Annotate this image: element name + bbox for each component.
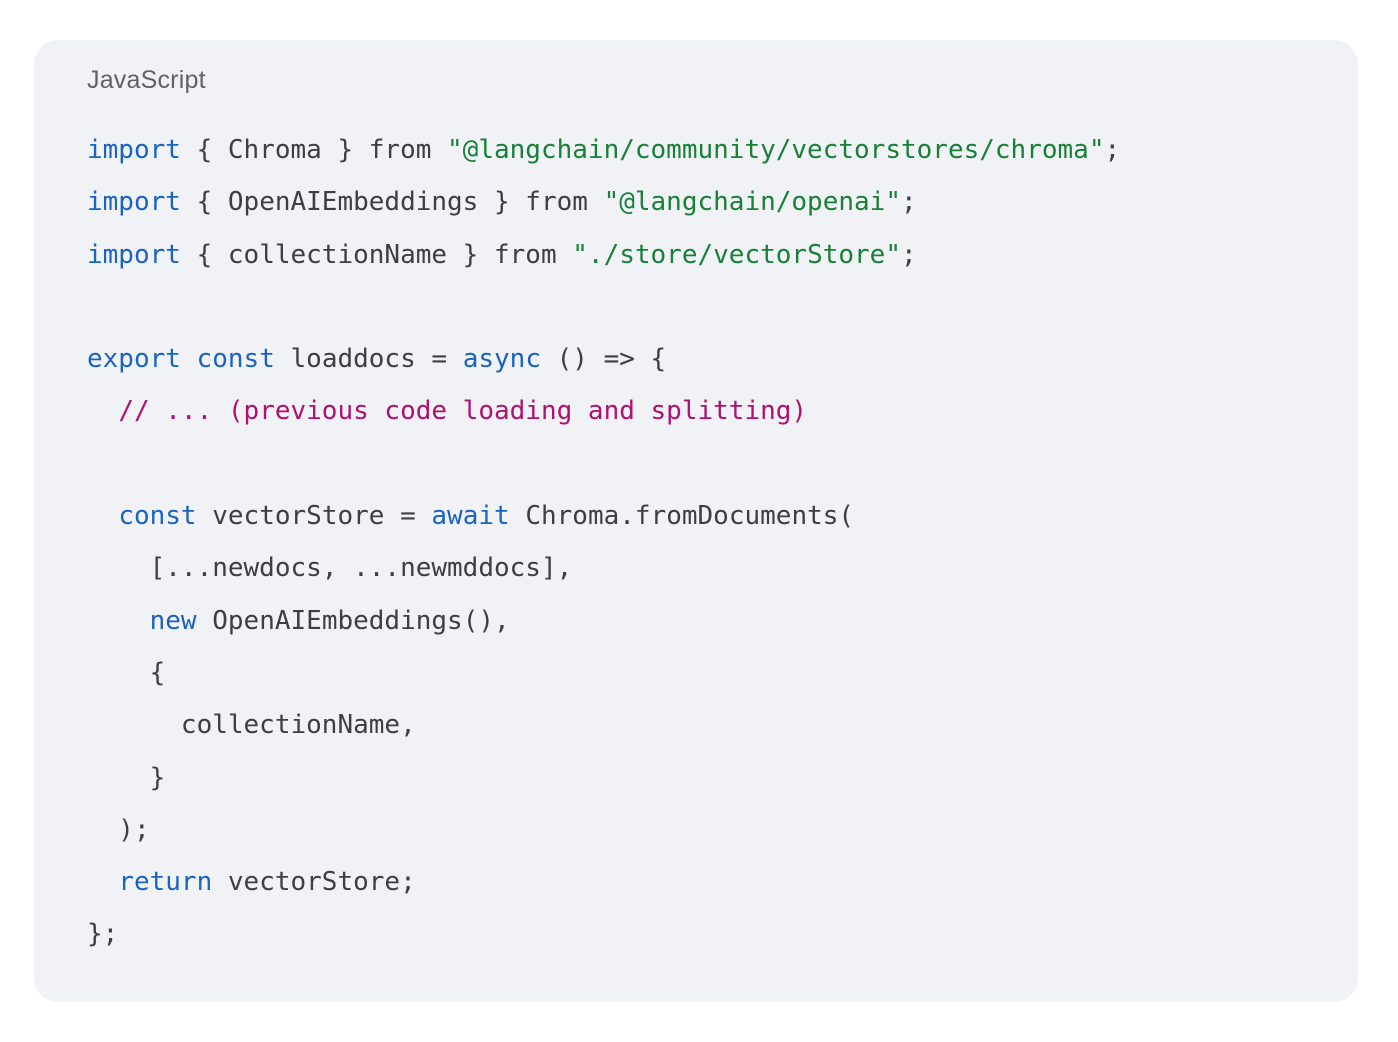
code-text: ;	[900, 187, 917, 218]
code-line: import { OpenAIEmbeddings } from "@langc…	[87, 176, 1120, 228]
code-line	[87, 281, 1120, 333]
code-line: const vectorStore = await Chroma.fromDoc…	[87, 490, 1120, 542]
code-text: {	[87, 657, 166, 688]
code-text: loaddocs =	[274, 344, 463, 375]
code-comment: // ... (previous code loading and splitt…	[118, 396, 808, 427]
code-keyword: new	[149, 605, 197, 636]
code-text: { collectionName } from	[180, 239, 573, 270]
code-text	[87, 606, 150, 636]
code-line: // ... (previous code loading and splitt…	[87, 385, 1120, 437]
code-string: "@langchain/community/vectorstores/chrom…	[447, 135, 1105, 165]
code-keyword: async	[462, 344, 541, 375]
code-text	[87, 396, 118, 426]
code-line: collectionName,	[87, 699, 1120, 751]
code-text: OpenAIEmbeddings(),	[196, 605, 510, 636]
code-text	[87, 867, 118, 897]
code-text: { OpenAIEmbeddings } from	[180, 187, 604, 218]
code-string: "@langchain/openai"	[603, 187, 901, 218]
code-text: ;	[1104, 135, 1121, 165]
code-text	[87, 501, 118, 531]
code-line	[87, 438, 1120, 490]
code-line: import { collectionName } from "./store/…	[87, 229, 1120, 281]
code-keyword: const	[118, 501, 197, 532]
code-line: };	[87, 908, 1120, 960]
code-text: Chroma.fromDocuments(	[509, 501, 855, 532]
code-block-card: JavaScript import { Chroma } from "@lang…	[34, 40, 1358, 1002]
code-line: export const loaddocs = async () => {	[87, 333, 1120, 385]
code-keyword: return	[118, 867, 213, 898]
code-text: () => {	[540, 344, 667, 375]
code-line: import { Chroma } from "@langchain/commu…	[87, 124, 1120, 176]
code-content[interactable]: import { Chroma } from "@langchain/commu…	[87, 124, 1120, 961]
code-text: vectorStore =	[196, 501, 432, 532]
code-keyword: import	[87, 239, 181, 270]
code-line: );	[87, 804, 1120, 856]
code-line: {	[87, 647, 1120, 699]
code-keyword: const	[196, 344, 275, 375]
code-text: };	[87, 919, 119, 950]
language-label: JavaScript	[87, 66, 206, 94]
code-line: new OpenAIEmbeddings(),	[87, 595, 1120, 647]
code-keyword: await	[431, 501, 510, 532]
code-keyword: import	[87, 135, 181, 165]
code-text: }	[87, 762, 166, 793]
code-text	[181, 344, 197, 374]
code-line: }	[87, 752, 1120, 804]
code-line: return vectorStore;	[87, 856, 1120, 908]
code-line: [...newdocs, ...newmddocs],	[87, 542, 1120, 594]
code-string: "./store/vectorStore"	[572, 239, 901, 270]
code-text: vectorStore;	[212, 867, 416, 898]
code-keyword: export	[87, 344, 181, 375]
code-text: [...newdocs, ...newmddocs],	[87, 553, 573, 584]
code-text: );	[87, 814, 150, 845]
code-text: { Chroma } from	[180, 135, 448, 165]
code-keyword: import	[87, 187, 181, 218]
code-text: collectionName,	[87, 710, 416, 741]
code-text: ;	[901, 239, 917, 270]
